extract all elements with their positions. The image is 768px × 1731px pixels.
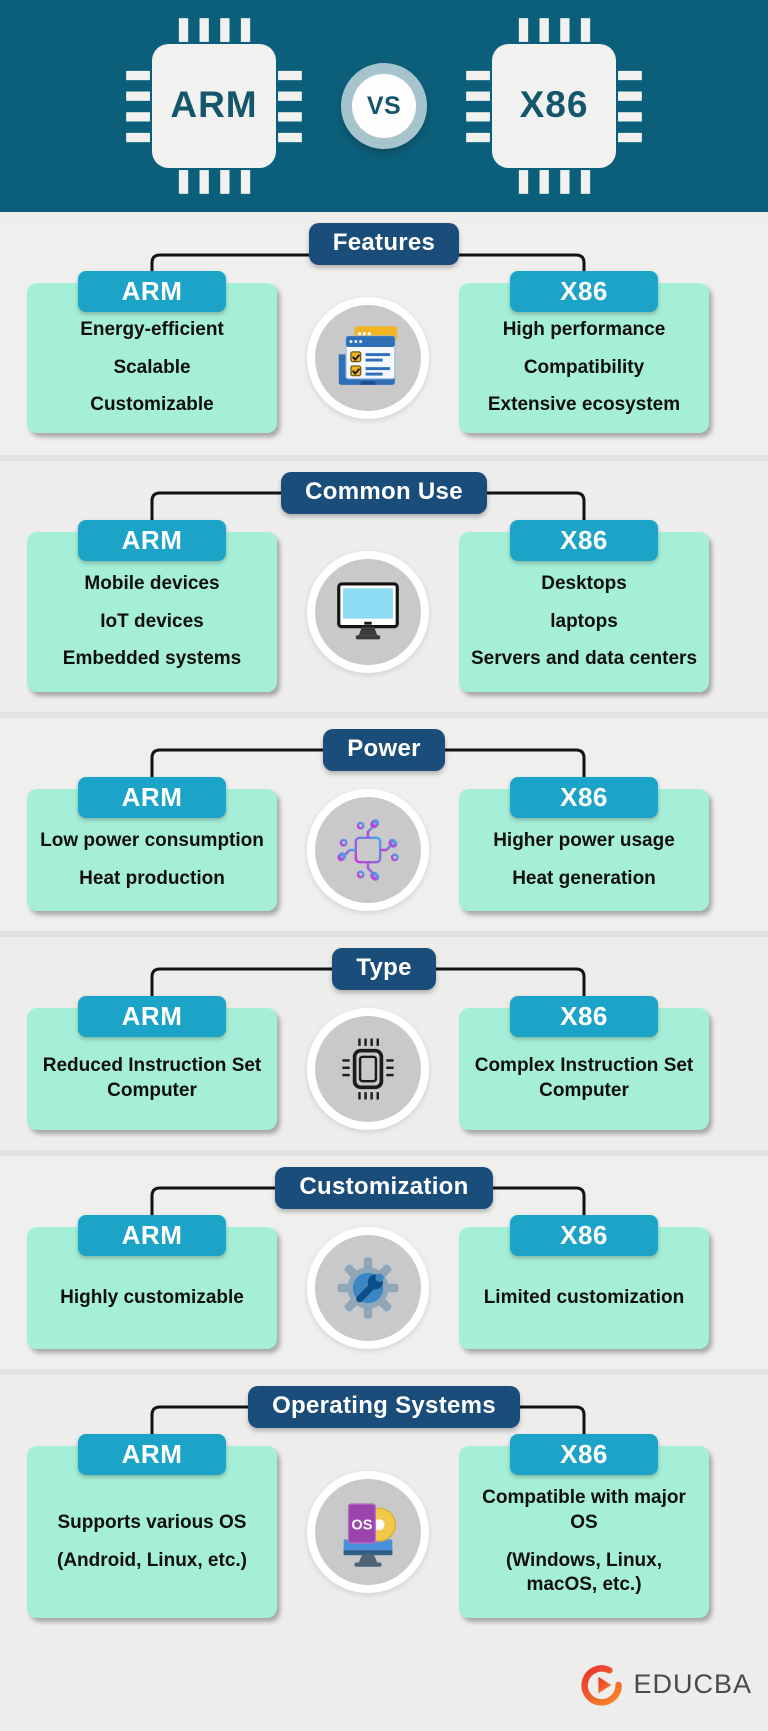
compare-section: Customization ARM Highly customizable <box>0 1150 768 1369</box>
checklist-icon <box>338 326 398 385</box>
arm-feature-item: Scalable <box>113 356 191 378</box>
arm-column: ARM Reduced Instruction Set Computer <box>27 996 277 1130</box>
compare-section: Operating Systems ARM Supports various O… <box>0 1369 768 1638</box>
x86-column: X86 Limited customization <box>459 1215 709 1349</box>
x86-feature-item: Heat generation <box>512 867 656 889</box>
x86-feature-item: Complex Instruction Set Computer <box>474 1055 694 1101</box>
section-title-pill: Features <box>308 223 460 265</box>
chip-icon <box>466 18 642 194</box>
chip-icon <box>126 18 302 194</box>
section-title: Features <box>332 229 436 256</box>
arm-feature-item: (Android, Linux, etc.) <box>57 1549 247 1571</box>
section-icon-circle <box>307 1227 429 1349</box>
section-title: Customization <box>299 1173 469 1200</box>
section-title: Power <box>347 735 421 762</box>
arm-tab: ARM <box>78 1215 226 1256</box>
section-title-pill: Common Use <box>281 472 487 514</box>
x86-column: X86 Compatible with major OS (Windows, Li… <box>459 1434 709 1618</box>
arm-tab: ARM <box>78 1434 226 1475</box>
arm-card: Supports various OS (Android, Linux, etc.… <box>27 1446 277 1618</box>
section-title-pill: Type <box>332 948 436 990</box>
arm-tab: ARM <box>78 271 226 312</box>
section-title-pill: Power <box>323 729 445 771</box>
brand-name: EDUCBA <box>633 1669 752 1699</box>
x86-feature-item: Servers and data centers <box>471 648 698 670</box>
section-icon-circle <box>307 551 429 673</box>
x86-chip-label: X86 <box>519 84 589 126</box>
educba-logo-icon <box>581 1664 623 1706</box>
monitor-icon <box>337 582 399 640</box>
arm-feature-item: Heat production <box>79 867 225 889</box>
arm-tab: ARM <box>78 520 226 561</box>
x86-feature-item: High performance <box>502 318 666 340</box>
section-icon-circle: OS <box>307 1471 429 1593</box>
section-title: Common Use <box>305 478 463 505</box>
x86-tab: X86 <box>510 1215 658 1256</box>
arm-column: ARM Highly customizable <box>27 1215 277 1349</box>
vs-label: VS <box>366 91 402 120</box>
circuit-icon <box>337 819 399 881</box>
section-title: Type <box>356 954 412 981</box>
section-title: Operating Systems <box>272 1392 496 1419</box>
arm-feature-item: Customizable <box>90 394 214 416</box>
x86-feature-item: Extensive ecosystem <box>487 394 681 416</box>
x86-tab: X86 <box>510 271 658 312</box>
x86-feature-item: Higher power usage <box>493 829 675 851</box>
x86-tab: X86 <box>510 1434 658 1475</box>
x86-chip-graphic: X86 <box>461 13 647 199</box>
arm-chip-label: ARM <box>170 84 258 126</box>
x86-tab: X86 <box>510 520 658 561</box>
arm-feature-item: Highly customizable <box>60 1286 244 1308</box>
arm-feature-item: Supports various OS <box>57 1511 247 1533</box>
section-icon-circle <box>307 789 429 911</box>
x86-feature-item: Compatible with major OS <box>482 1487 686 1533</box>
x86-feature-item: Compatibility <box>523 356 645 378</box>
arm-feature-item: Reduced Instruction Set Computer <box>42 1055 262 1101</box>
arm-feature-item: Mobile devices <box>84 572 220 594</box>
x86-column: X86 Complex Instruction Set Computer <box>459 996 709 1130</box>
svg-text:OS: OS <box>351 1518 372 1534</box>
x86-feature-item: Desktops <box>541 572 627 594</box>
x86-card: Complex Instruction Set Computer <box>459 1008 709 1130</box>
arm-chip-graphic: ARM <box>121 13 307 199</box>
arm-tab: ARM <box>78 996 226 1037</box>
section-title-pill: Operating Systems <box>248 1386 520 1428</box>
x86-feature-item: laptops <box>550 610 618 632</box>
x86-tab: X86 <box>510 777 658 818</box>
section-title-pill: Customization <box>275 1167 493 1209</box>
x86-feature-item: Limited customization <box>483 1286 685 1308</box>
footer: EDUCBA <box>0 1638 768 1731</box>
chip-outline-icon <box>342 1038 394 1100</box>
arm-feature-item: IoT devices <box>100 610 204 632</box>
os-disc-icon: OS <box>343 1503 397 1567</box>
x86-feature-item: (Windows, Linux, macOS, etc.) <box>505 1549 663 1596</box>
arm-tab: ARM <box>78 777 226 818</box>
compare-section: Type ARM Reduced Instruction Set Compute… <box>0 931 768 1150</box>
arm-feature-item: Embedded systems <box>62 648 242 670</box>
arm-feature-item: Low power consumption <box>40 829 264 851</box>
header-banner: ARM VS X86 <box>0 0 768 212</box>
section-icon-circle <box>307 297 429 419</box>
arm-feature-item: Energy-efficient <box>80 318 224 340</box>
x86-tab: X86 <box>510 996 658 1037</box>
vs-badge: VS <box>341 63 427 149</box>
arm-column: ARM Supports various OS (Android, Linux, … <box>27 1434 277 1618</box>
gear-wrench-icon <box>337 1257 399 1319</box>
section-icon-circle <box>307 1008 429 1130</box>
